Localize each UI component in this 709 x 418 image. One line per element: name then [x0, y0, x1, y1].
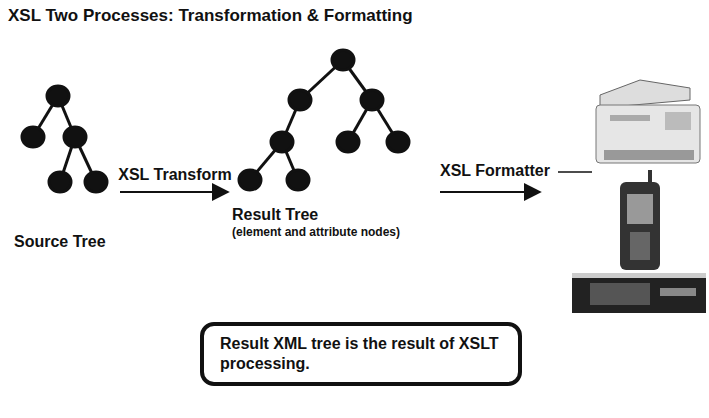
callout-box: Result XML tree is the result of XSLT pr… — [200, 322, 522, 386]
source-tree — [22, 86, 107, 192]
phone-icon — [620, 170, 660, 270]
note-text: Result XML tree is the result of XSLT pr… — [220, 334, 502, 374]
result-tree — [239, 50, 409, 190]
edge-label: XSL Transform — [118, 166, 232, 184]
tree-label: Source Tree — [14, 232, 106, 252]
source-tree-node: Source Tree — [14, 80, 118, 252]
formatter-leader — [558, 171, 592, 173]
printer-icon — [596, 80, 700, 163]
transform-arrow — [120, 191, 228, 193]
formatter-arrow — [440, 191, 540, 193]
computer-icon — [572, 273, 706, 313]
process-label: XSL Formatter — [440, 162, 550, 180]
tree-label: Result Tree — [232, 205, 318, 225]
result-tree-node: Result Tree(element and attribute nodes) — [232, 45, 432, 240]
tree-label: (element and attribute nodes) — [232, 225, 400, 240]
title: XSL Two Processes: Transformation & Form… — [8, 6, 413, 26]
